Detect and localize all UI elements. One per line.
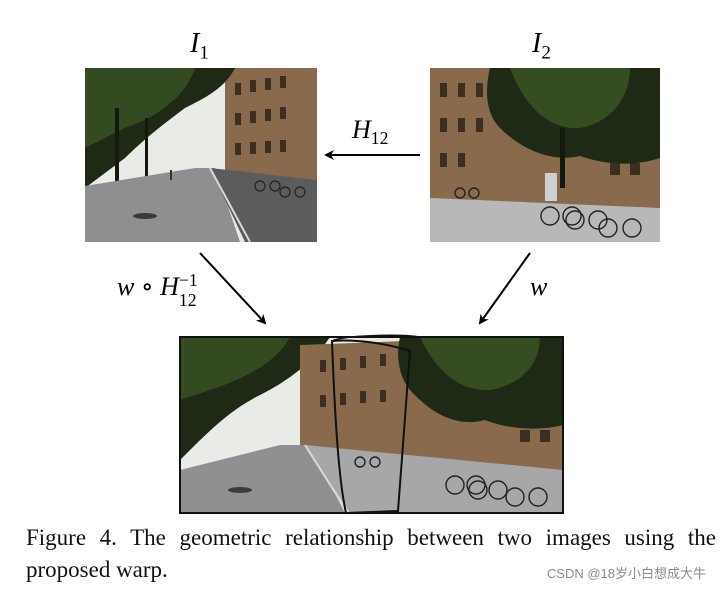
image2-label-subscript: 2 <box>541 42 551 64</box>
warp-composite-label-superscript: −1 <box>178 270 198 290</box>
panorama-frame <box>179 336 564 514</box>
image2-building-scene <box>430 68 660 242</box>
image2-photo <box>430 68 660 242</box>
homography-label: H12 <box>352 115 388 149</box>
warped-seam <box>331 334 421 342</box>
homography-label-subscript: 12 <box>370 128 389 149</box>
image2-label: I2 <box>532 28 551 65</box>
image1-photo <box>85 68 317 242</box>
image1-street-scene <box>85 68 317 242</box>
image1-label-subscript: 1 <box>199 42 209 64</box>
warp-composite-label-prefix: w ∘ H <box>117 272 179 301</box>
warp-arrow <box>478 252 531 325</box>
warp-composite-arrow <box>199 252 267 325</box>
figure-caption: Figure 4. The geometric relationship bet… <box>26 525 716 582</box>
warped-image-outline <box>330 339 412 515</box>
warp-label-symbol: w <box>530 272 548 301</box>
watermark: CSDN @18岁小白想成大牛 <box>546 566 706 581</box>
panorama-image <box>180 337 563 513</box>
homography-label-symbol: H <box>352 115 371 144</box>
warp-composite-label-subscript: 12 <box>178 290 197 310</box>
warp-label: w <box>530 272 547 302</box>
image1-label: I1 <box>190 28 209 65</box>
image1-label-symbol: I <box>190 28 200 59</box>
image2-label-symbol: I <box>532 28 542 59</box>
